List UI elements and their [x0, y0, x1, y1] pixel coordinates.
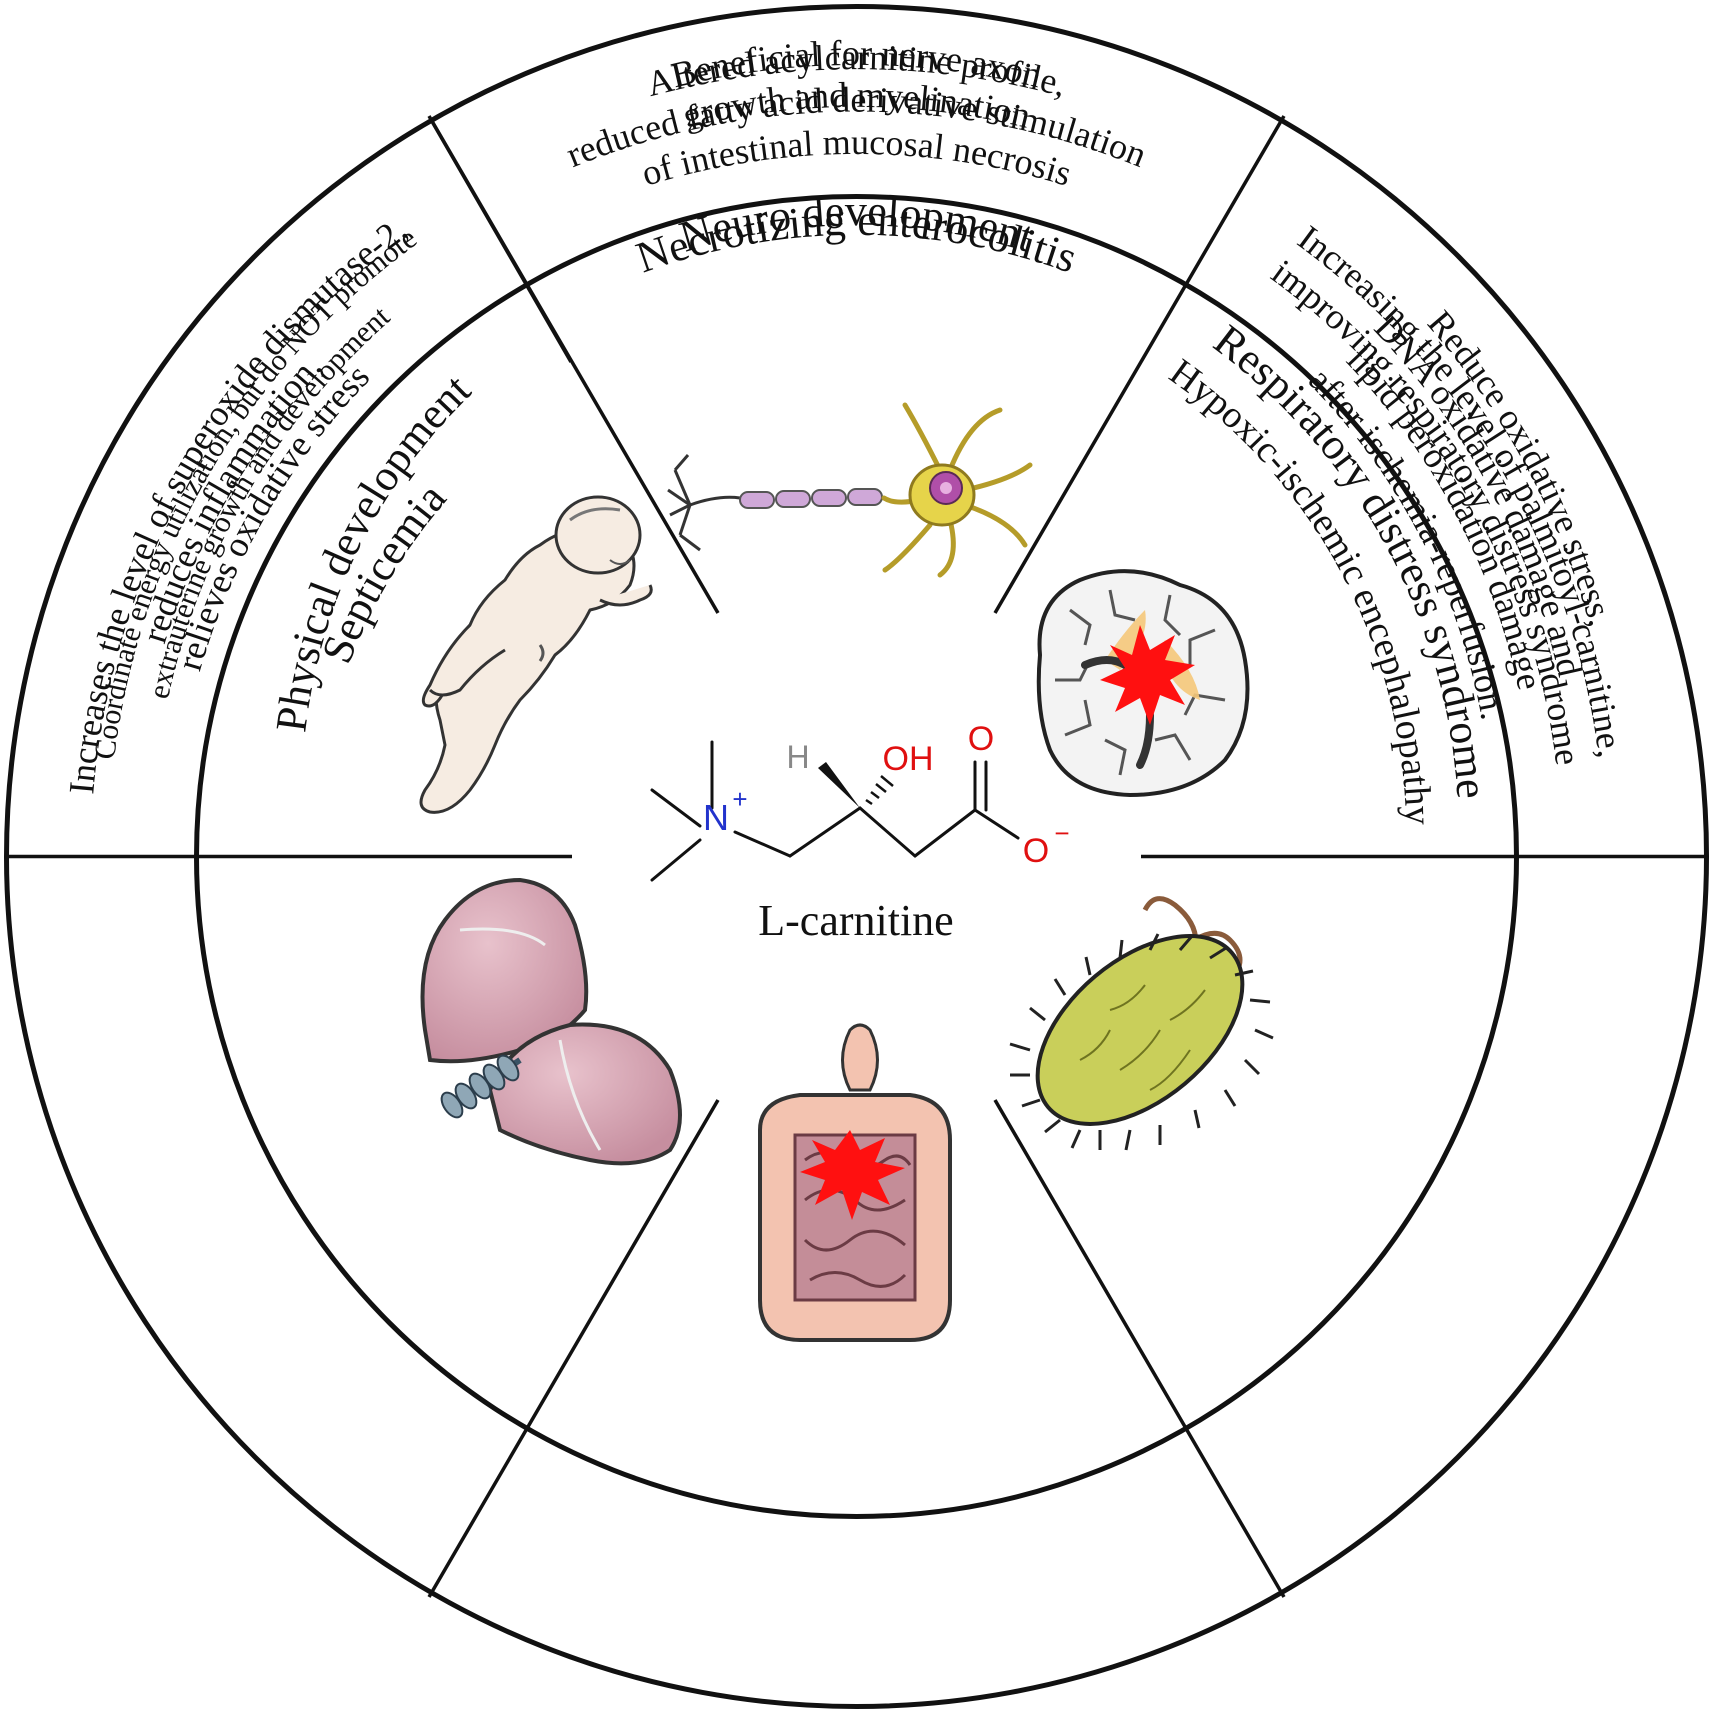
atom-n: N [703, 797, 729, 838]
atom-o-minus: O [1023, 832, 1049, 870]
molecule-name: L-carnitine [758, 896, 953, 945]
atom-oh: OH [883, 740, 934, 778]
infant-icon [419, 495, 653, 814]
bacterium-icon [1009, 896, 1274, 1151]
neuron-icon [667, 402, 1033, 578]
atom-o-top: O [968, 720, 994, 758]
atom-h: H [786, 739, 809, 775]
lungs-icon [420, 877, 682, 1166]
atom-o-charge: − [1054, 818, 1069, 848]
sector-dividers [8, 115, 1705, 1598]
intestine-icon [758, 1023, 952, 1342]
l-carnitine-structure: N + H OH O O − [650, 720, 1070, 882]
outer-ring [4, 4, 1709, 1709]
atom-n-charge: + [732, 784, 747, 814]
brain-icon [1036, 569, 1250, 798]
